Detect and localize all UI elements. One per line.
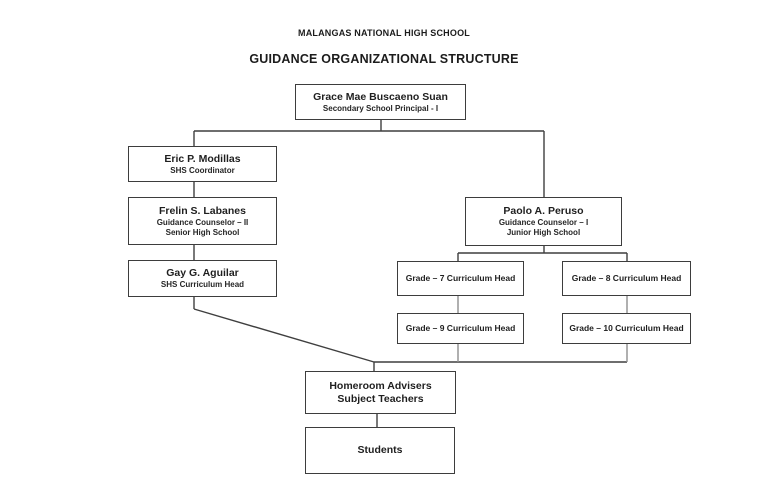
person-name: Paolo A. Peruso bbox=[503, 205, 584, 217]
node-shs-curriculum-head: Gay G. Aguilar SHS Curriculum Head bbox=[128, 260, 277, 297]
person-role: Secondary School Principal - I bbox=[322, 103, 439, 113]
person-role-2: Senior High School bbox=[165, 227, 240, 237]
person-role-2: Junior High School bbox=[506, 228, 581, 237]
node-grade10-head: Grade – 10 Curriculum Head bbox=[562, 313, 691, 344]
node-jhs-counselor: Paolo A. Peruso Guidance Counselor – I J… bbox=[465, 197, 622, 246]
grade-label: Grade – 9 Curriculum Head bbox=[405, 323, 516, 333]
person-name: Grace Mae Buscaeno Suan bbox=[313, 90, 448, 103]
grade-label: Grade – 8 Curriculum Head bbox=[571, 273, 682, 283]
person-role: SHS Curriculum Head bbox=[160, 280, 245, 289]
node-grade7-head: Grade – 7 Curriculum Head bbox=[397, 261, 524, 296]
person-role: Guidance Counselor – I bbox=[498, 218, 589, 227]
node-shs-coordinator: Eric P. Modillas SHS Coordinator bbox=[128, 146, 277, 182]
group-label: Homeroom Advisers bbox=[329, 379, 432, 392]
grade-label: Grade – 7 Curriculum Head bbox=[405, 273, 516, 283]
node-students: Students bbox=[305, 427, 455, 474]
node-principal: Grace Mae Buscaeno Suan Secondary School… bbox=[295, 84, 466, 120]
page-title: GUIDANCE ORGANIZATIONAL STRUCTURE bbox=[249, 52, 519, 66]
grade-label: Grade – 10 Curriculum Head bbox=[569, 323, 684, 333]
person-role: Guidance Counselor – II bbox=[156, 217, 249, 227]
group-label-2: Subject Teachers bbox=[337, 392, 424, 405]
school-name: MALANGAS NATIONAL HIGH SCHOOL bbox=[298, 28, 470, 38]
person-name: Eric P. Modillas bbox=[164, 152, 241, 165]
node-grade8-head: Grade – 8 Curriculum Head bbox=[562, 261, 691, 296]
node-grade9-head: Grade – 9 Curriculum Head bbox=[397, 313, 524, 344]
person-role: SHS Coordinator bbox=[170, 165, 235, 175]
group-label: Students bbox=[357, 444, 403, 456]
node-homeroom-advisers: Homeroom Advisers Subject Teachers bbox=[305, 371, 456, 414]
person-name: Gay G. Aguilar bbox=[166, 267, 239, 279]
node-shs-counselor: Frelin S. Labanes Guidance Counselor – I… bbox=[128, 197, 277, 245]
person-name: Frelin S. Labanes bbox=[159, 204, 246, 217]
